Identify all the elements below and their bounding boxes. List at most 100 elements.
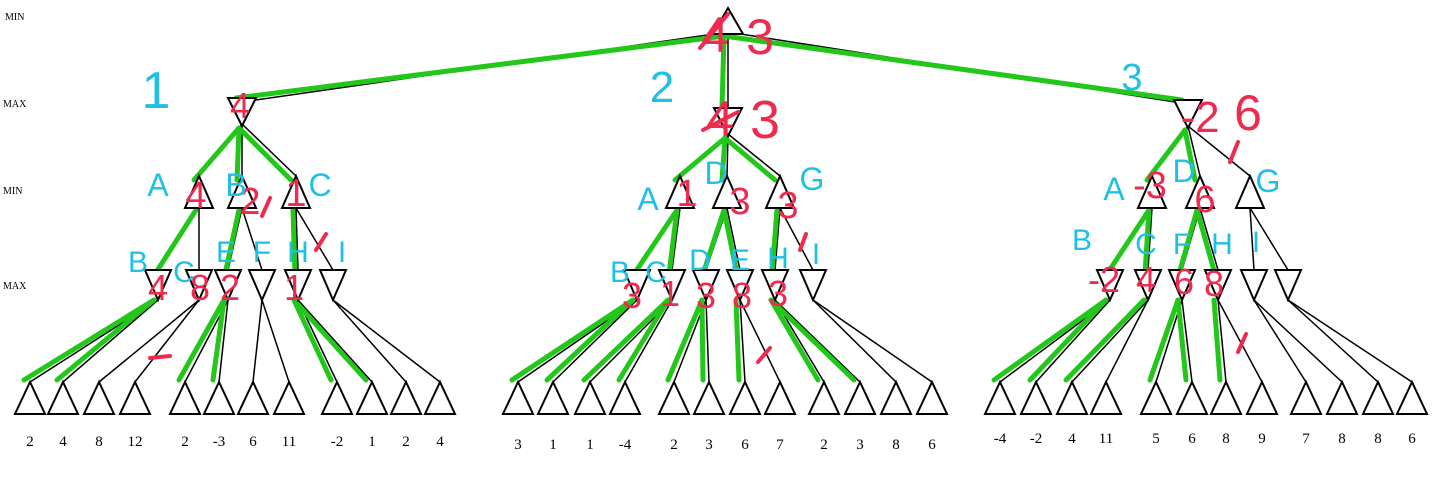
edge-max-leaf-3-11 bbox=[1287, 299, 1379, 383]
edge-min-max-2-2-highlight bbox=[666, 207, 680, 277]
edge-max1-min3-highlight bbox=[236, 125, 294, 183]
leaf-node-2-12 bbox=[915, 379, 949, 415]
leaf-value-2-10: 3 bbox=[856, 437, 864, 453]
max-node-3-5 bbox=[1239, 269, 1269, 303]
edge-max-leaf-1-4 bbox=[134, 299, 200, 383]
edge-min-max-1-5-highlight bbox=[290, 207, 298, 277]
edge-max-leaf-1-6 bbox=[218, 299, 229, 383]
leaf-node-3-9 bbox=[1289, 379, 1323, 415]
edge-max-leaf-1-9-highlight bbox=[291, 297, 334, 383]
max-node-3-3 bbox=[1167, 269, 1197, 303]
max-letter-15: F bbox=[1173, 228, 1191, 261]
max-node-3-1 bbox=[1095, 269, 1125, 303]
max3-value: 6 bbox=[1234, 85, 1262, 141]
edge-min-max-2-2 bbox=[671, 207, 681, 271]
leaf-node-2-3 bbox=[573, 379, 607, 415]
edge-root-max-3-highlight bbox=[721, 33, 1185, 103]
edge-min-max-3-2-highlight bbox=[1142, 207, 1152, 277]
edge-max-leaf-1-12 bbox=[332, 299, 441, 383]
min-letter-3: C bbox=[308, 167, 331, 203]
tree-edges bbox=[29, 31, 1413, 383]
min-letter-2: B bbox=[225, 167, 246, 203]
max2-value-crossed: 4 bbox=[706, 91, 734, 147]
edge-max3-min3 bbox=[1187, 125, 1251, 177]
leaf-value-1-11: 2 bbox=[402, 434, 410, 450]
edge-max1-min3 bbox=[241, 123, 297, 177]
edge-root-max-1-highlight bbox=[233, 33, 727, 101]
edge-max-leaf-2-3-highlight bbox=[581, 297, 671, 383]
leaf-value-2-2: 1 bbox=[549, 437, 557, 453]
edge-max-leaf-1-10-highlight bbox=[291, 297, 369, 383]
max-letter-5: H bbox=[287, 236, 309, 269]
leaf-value-3-12: 6 bbox=[1408, 431, 1416, 447]
leaf-node-2-1 bbox=[501, 379, 535, 415]
min-letter-6: G bbox=[800, 161, 825, 197]
root-strike-mark bbox=[698, 12, 730, 50]
max-node-1-6 bbox=[318, 269, 348, 303]
max-node-3-4 bbox=[1203, 269, 1233, 303]
edge-max-leaf-2-2-highlight bbox=[544, 297, 636, 383]
leaf-node-1-12 bbox=[423, 379, 457, 415]
edge-max-leaf-2-4 bbox=[624, 299, 673, 383]
edge-max-leaf-3-1-highlight bbox=[991, 297, 1109, 383]
edge-max2-min3-highlight bbox=[722, 135, 778, 183]
max-node-1-4 bbox=[247, 269, 277, 303]
edge-min-max-2-5 bbox=[774, 207, 781, 271]
edge-max-leaf-1-5-highlight bbox=[176, 297, 227, 383]
min-letter-5: D bbox=[704, 155, 727, 191]
leaf-value-2-6: 3 bbox=[705, 437, 713, 453]
max-node-annotation-4: 1 bbox=[284, 267, 304, 308]
min-node-annotation-3: 1 bbox=[285, 173, 306, 215]
leaf-node-2-9 bbox=[807, 379, 841, 415]
leaf-value-1-3: 8 bbox=[95, 434, 103, 450]
min-node-annotation-8: 6 bbox=[1194, 179, 1215, 221]
edge-max2-min2-highlight bbox=[719, 135, 728, 183]
leaf-value-2-12: 6 bbox=[928, 437, 936, 453]
edge-max-leaf-2-6-highlight bbox=[699, 297, 706, 383]
min-letter-4: A bbox=[637, 181, 659, 217]
edge-max-leaf-3-3-highlight bbox=[1063, 297, 1147, 383]
leaf-value-3-9: 7 bbox=[1302, 431, 1310, 447]
leaf-node-2-6 bbox=[692, 379, 726, 415]
max-letter-8: C bbox=[645, 256, 667, 289]
max-node-2-2 bbox=[657, 269, 687, 303]
cut-mark-3 bbox=[314, 232, 328, 252]
leaf-value-1-2: 4 bbox=[59, 434, 67, 450]
level-label-max-1: MAX bbox=[3, 99, 27, 110]
max-node-2-5 bbox=[760, 269, 790, 303]
max-letter-3: E bbox=[216, 236, 236, 269]
max-node-1-1 bbox=[143, 269, 173, 303]
edge-max-leaf-1-2-highlight bbox=[54, 297, 157, 383]
leaf-node-3-8 bbox=[1245, 379, 1279, 415]
min-node-annotation-1: 4 bbox=[185, 175, 206, 217]
max-node-annotation-9: 3 bbox=[768, 273, 788, 314]
leaf-value-1-12: 4 bbox=[436, 434, 444, 450]
leaf-node-1-1 bbox=[13, 379, 47, 415]
edge-max-leaf-2-6 bbox=[705, 299, 710, 383]
leaf-node-2-7 bbox=[728, 379, 762, 415]
edge-min-max-1-3-highlight bbox=[222, 207, 242, 277]
leaf-node-1-8 bbox=[272, 379, 306, 415]
max-node-annotation-1: 4 bbox=[148, 267, 168, 308]
max-letter-9: D bbox=[689, 244, 711, 277]
edge-max-leaf-3-4 bbox=[1105, 299, 1149, 383]
edge-max-leaf-1-10 bbox=[297, 299, 373, 383]
leaf-value-3-5: 5 bbox=[1152, 431, 1160, 447]
max-letter-1: B bbox=[128, 246, 148, 279]
cut-mark-4 bbox=[756, 346, 772, 364]
max-letter-14: C bbox=[1135, 228, 1157, 261]
leaf-node-3-1 bbox=[983, 379, 1017, 415]
max-node-2-6 bbox=[798, 269, 828, 303]
leaf-value-3-10: 8 bbox=[1338, 431, 1346, 447]
edge-max3-min2-highlight bbox=[1182, 127, 1198, 183]
max-node-1-2 bbox=[184, 269, 214, 303]
edge-max-leaf-3-12 bbox=[1287, 299, 1413, 383]
edge-min-max-3-3-highlight bbox=[1176, 207, 1200, 277]
leaf-node-3-3 bbox=[1055, 379, 1089, 415]
max-node-2-1 bbox=[622, 269, 652, 303]
max-letter-12: I bbox=[812, 238, 820, 271]
level-label-min-1: MIN bbox=[5, 12, 24, 23]
order-label-1: 1 bbox=[142, 62, 171, 120]
max-node-1 bbox=[226, 97, 258, 129]
max-node-3 bbox=[1172, 99, 1204, 131]
